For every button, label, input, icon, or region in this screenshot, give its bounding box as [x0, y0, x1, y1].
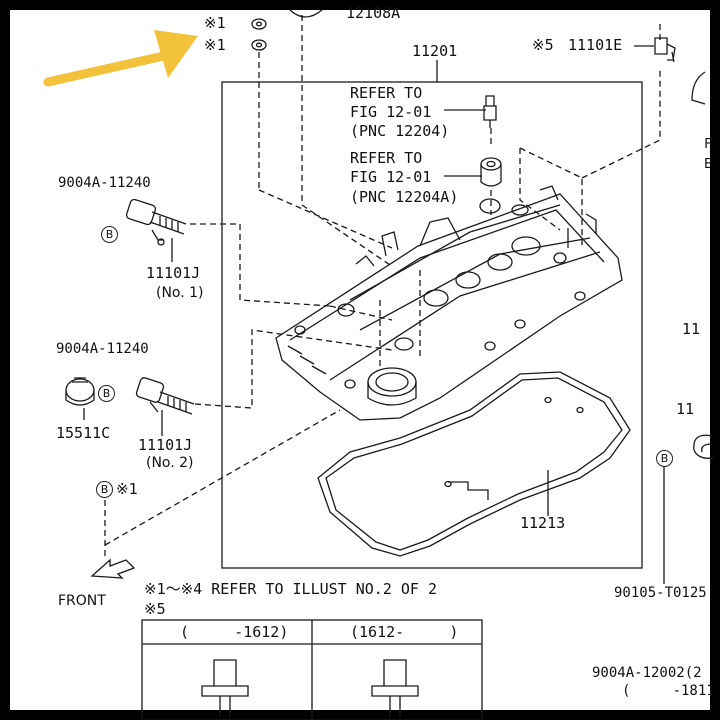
- part-label-9004A-12002: 9004A-12002(2: [592, 665, 702, 681]
- reference-note: ※1～※4 REFER TO ILLUST NO.2 OF 2: [144, 580, 437, 598]
- valve-2-code: 11101J: [138, 436, 193, 454]
- refer-2-line-1: REFER TO: [350, 149, 423, 167]
- bolt-label-1: 9004A-11240: [58, 175, 151, 191]
- top-cut-label: 12108A: [346, 4, 401, 22]
- valve-1-code: 11101J: [146, 264, 201, 282]
- part-label-11201: 11201: [412, 42, 458, 60]
- b-note-mark: ※1: [116, 480, 138, 498]
- note-mark-2: ※1: [204, 36, 226, 54]
- note-mark-1: ※1: [204, 14, 226, 32]
- refer-1-line-1: REFER TO: [350, 84, 423, 102]
- right-cut-label-2: 11: [676, 400, 695, 418]
- b-marker-4: B: [656, 450, 673, 467]
- sensor-note-mark: ※5: [532, 36, 554, 54]
- parts-diagram-sheet: 12108A ※1 ※1 11201 ※5 11101E REFER TO FI…: [10, 6, 715, 720]
- front-label: FRONT: [58, 593, 106, 609]
- washer-1: [251, 18, 267, 30]
- bolt-label-2: 9004A-11240: [56, 341, 149, 357]
- b-marker-3: B: [96, 481, 113, 498]
- part-range-label: ( -1811: [622, 683, 715, 699]
- cam-sensor: [654, 37, 676, 61]
- b-marker-1: B: [101, 226, 118, 243]
- table-header-right: (1612- ): [350, 623, 459, 641]
- part-label-11213: 11213: [520, 514, 566, 532]
- parts-illustration: [43, 9, 715, 720]
- part-label-15511C: 15511C: [56, 424, 111, 442]
- part-label-11101E: 11101E: [568, 36, 623, 54]
- refer-1-line-3: (PNC 12204): [350, 122, 450, 140]
- oil-filter-screen: [65, 377, 95, 406]
- right-margin-1: F: [704, 137, 712, 152]
- cylinder-head-cover: [275, 185, 623, 421]
- refer-2-line-3: (PNC 12204A): [350, 188, 459, 206]
- refer-1-line-2: FIG 12-01: [350, 103, 432, 121]
- note-5-mark: ※5: [144, 600, 166, 618]
- right-cut-label-1: 11: [682, 320, 701, 338]
- grommet: [480, 157, 502, 171]
- valve-2-sub: (No. 2): [146, 455, 194, 471]
- top-part-shape: [289, 9, 323, 18]
- main-frame: [221, 81, 643, 569]
- vvt-sensor: [483, 95, 497, 121]
- highlight-arrow-icon: [43, 30, 198, 87]
- variant-table: [141, 619, 483, 720]
- oil-control-valve-2: [135, 377, 195, 415]
- washer-2: [251, 39, 267, 51]
- cover-gasket: [317, 371, 631, 557]
- valve-1-sub: (No. 1): [156, 285, 204, 301]
- refer-2-line-2: FIG 12-01: [350, 168, 432, 186]
- oil-control-valve-1: [125, 198, 187, 246]
- part-label-90105: 90105-T0125: [614, 585, 707, 601]
- b-marker-2: B: [98, 385, 115, 402]
- table-header-left: ( -1612): [180, 623, 289, 641]
- right-margin-2: E: [704, 157, 712, 172]
- front-arrow-icon: [90, 558, 136, 579]
